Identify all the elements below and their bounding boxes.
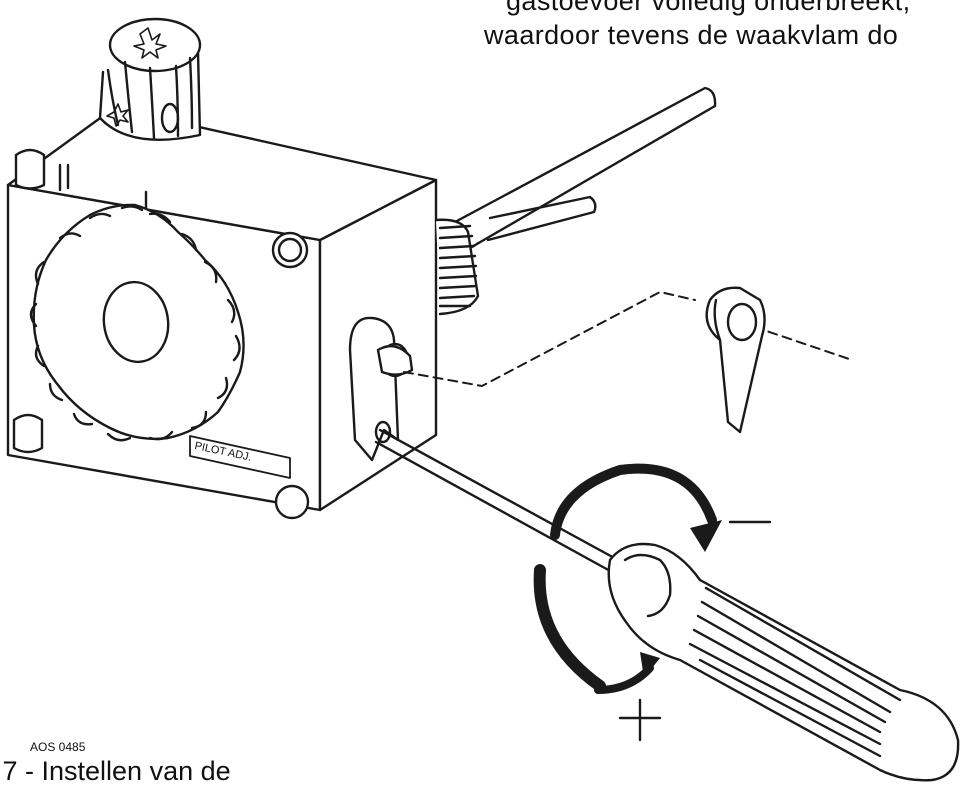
- adjustment-screw-boss: [348, 316, 414, 462]
- temperature-dial: [29, 203, 245, 442]
- sensor-rods: [453, 86, 717, 250]
- plus-sign: [618, 698, 662, 742]
- dashed-guide-line: [403, 291, 853, 387]
- screwdriver-shaft: [374, 428, 620, 574]
- screwdriver-handle: [607, 542, 960, 782]
- thermocouple-lug: [705, 286, 766, 434]
- star-icon: [133, 27, 167, 59]
- figure-code: AOS 0485: [30, 740, 86, 754]
- rotation-arrows: [533, 463, 722, 694]
- pilot-adjust-plate: [189, 435, 291, 479]
- figure-caption: r 7 - Instellen van de: [0, 756, 231, 786]
- body-text-line-1: gastoevoer volledig onderbreekt,: [506, 0, 911, 16]
- top-knob: [98, 17, 202, 141]
- body-text-line-2: waardoor tevens de waakvlam do: [484, 20, 899, 50]
- threaded-fitting: [434, 218, 480, 316]
- small-star-icon: [106, 103, 129, 127]
